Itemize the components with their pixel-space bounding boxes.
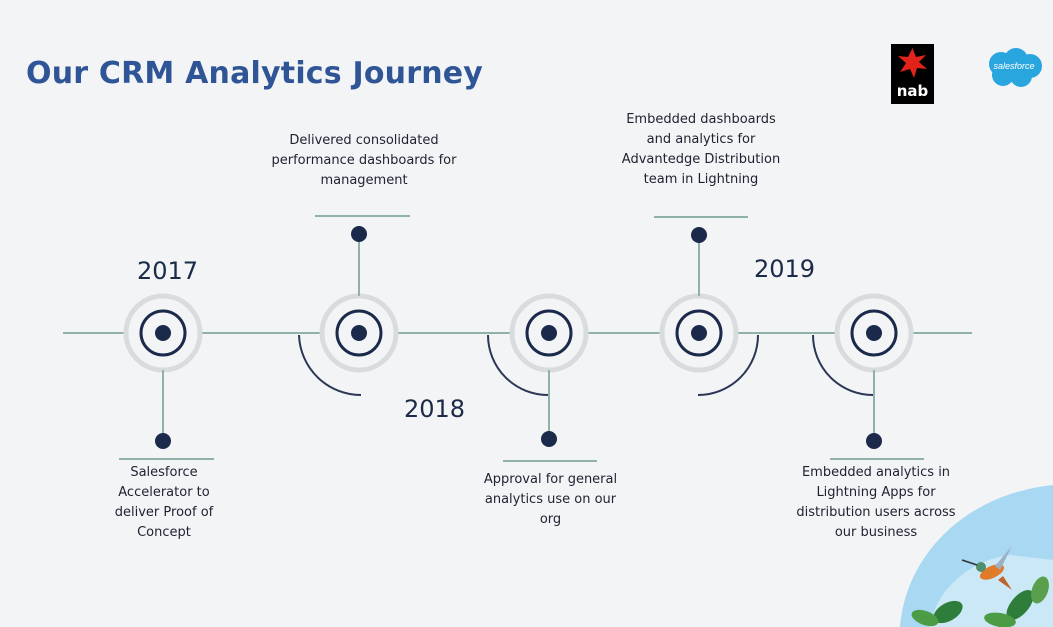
- milestone-dot-4: [691, 227, 707, 243]
- salesforce-logo: salesforce: [983, 46, 1045, 90]
- timeline-node-4: [659, 293, 739, 373]
- milestone-caption-1: Salesforce Accelerator to deliver Proof …: [114, 465, 214, 540]
- hummingbird-icon: [961, 546, 1012, 590]
- milestone-caption-4: Embedded dashboards and analytics for Ad…: [621, 112, 781, 187]
- salesforce-wordmark: salesforce: [993, 61, 1035, 71]
- arc-1: [298, 334, 362, 396]
- nab-logo: nab: [891, 44, 934, 104]
- milestone-caption-5: Embedded analytics in Lightning Apps for…: [796, 465, 956, 540]
- salesforce-cloud-icon: [989, 48, 1042, 87]
- nab-star-icon: [898, 48, 927, 78]
- milestone-caption-2: Delivered consolidated performance dashb…: [271, 133, 457, 188]
- arc-4: [812, 334, 874, 396]
- arc-2: [487, 334, 549, 396]
- year-label-2019: 2019: [754, 255, 816, 283]
- foliage-decoration: [900, 485, 1053, 627]
- slide-title: Our CRM Analytics Journey: [26, 56, 484, 91]
- timeline-node-3: [509, 293, 589, 373]
- timeline-node-2: [319, 293, 399, 373]
- milestone-dot-5: [866, 433, 882, 449]
- milestone-dot-1: [155, 433, 171, 449]
- arc-3: [697, 334, 759, 396]
- milestone-caption-3: Approval for general analytics use on ou…: [483, 472, 618, 527]
- timeline-node-1: [123, 293, 203, 373]
- milestone-dot-3: [541, 431, 557, 447]
- timeline-node-5: [834, 293, 914, 373]
- year-label-2017: 2017: [137, 257, 199, 285]
- year-label-2018: 2018: [404, 395, 466, 423]
- milestone-dot-2: [351, 226, 367, 242]
- nab-wordmark: nab: [896, 82, 929, 100]
